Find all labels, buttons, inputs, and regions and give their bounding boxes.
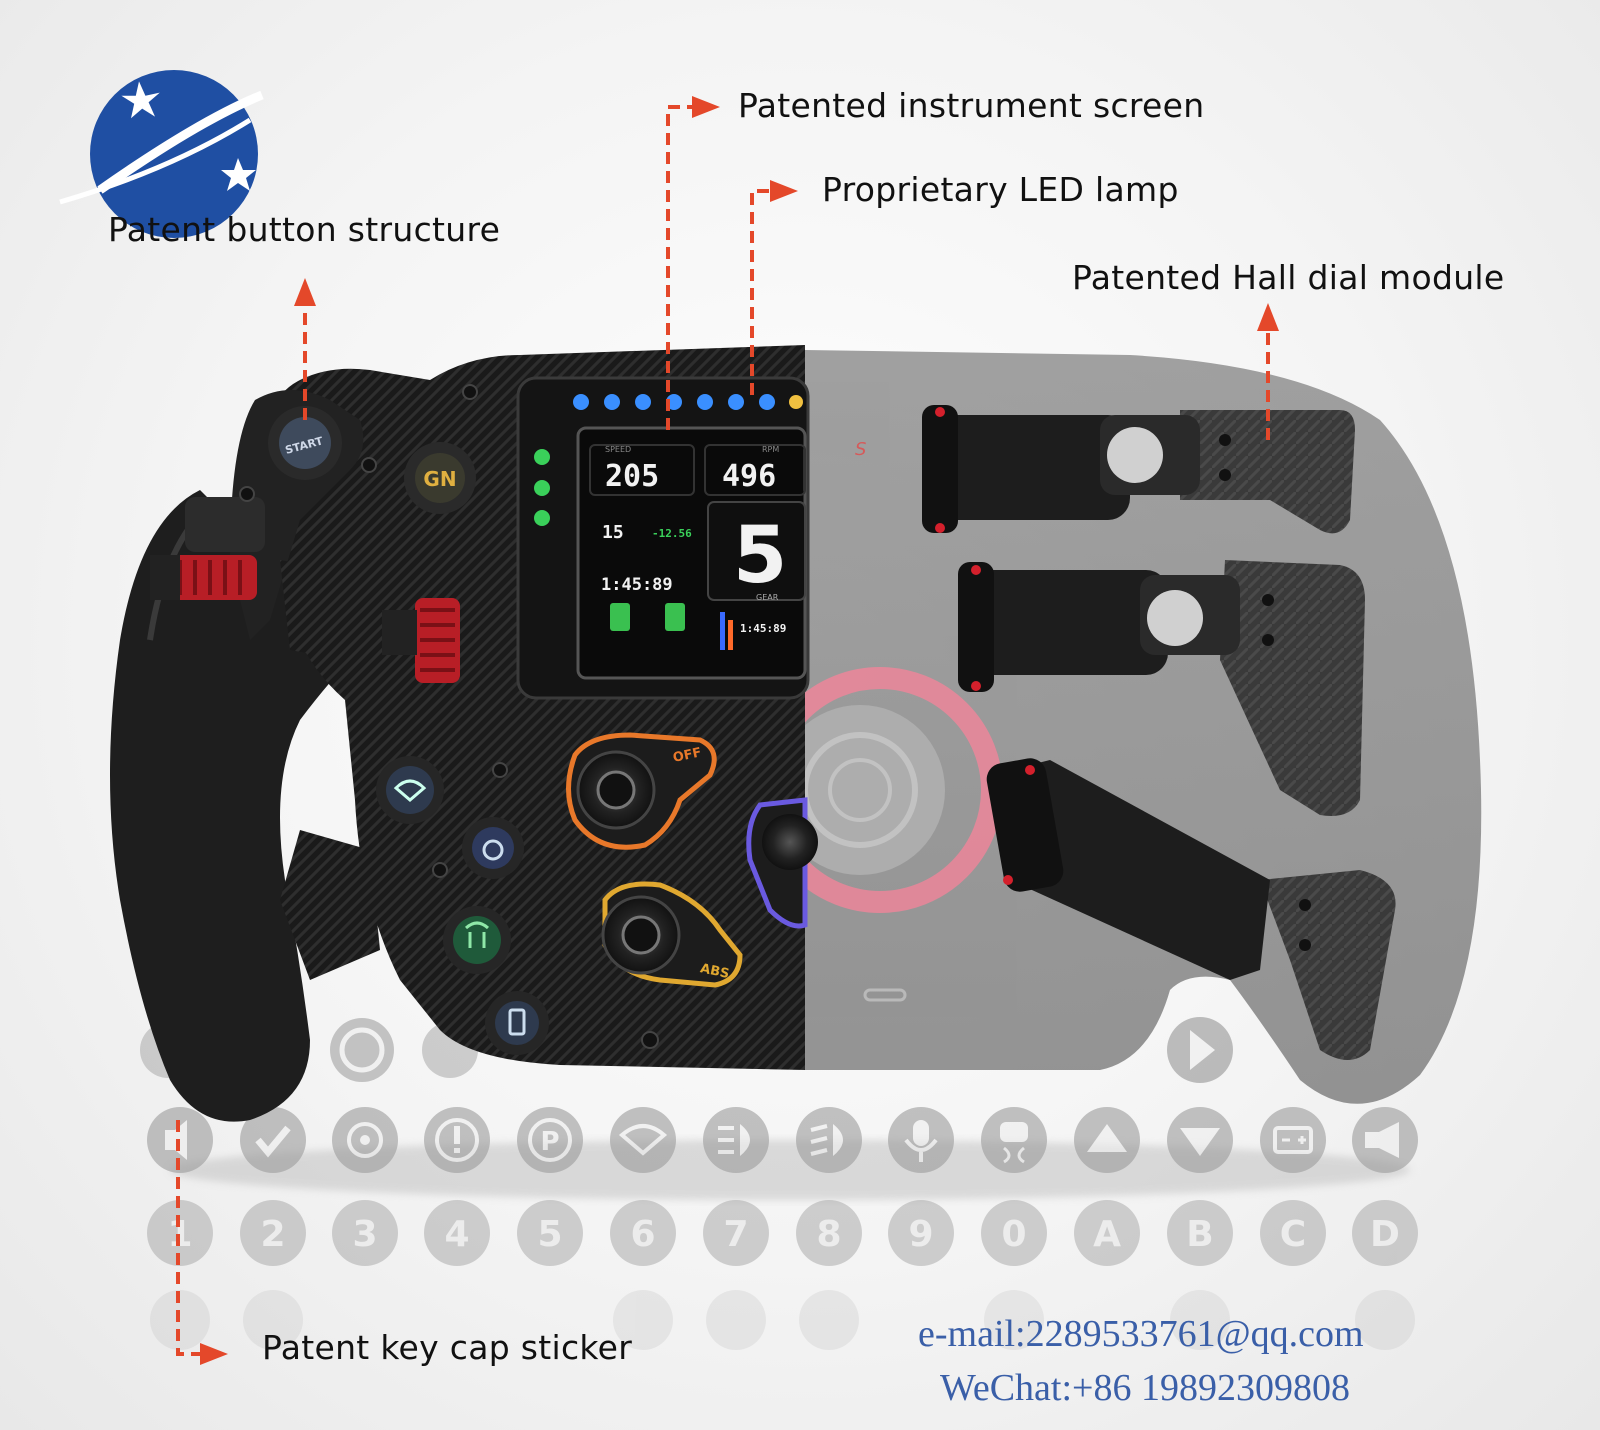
led-strip-side (534, 449, 550, 526)
wiper-button (376, 756, 444, 824)
sticker-glyph-5: 5 (537, 1214, 562, 1255)
purple-rotary-knob (746, 797, 818, 929)
rpm-label: RPM (762, 445, 779, 454)
parking-brake-icon: P (517, 1107, 583, 1173)
usb-port (863, 988, 907, 1002)
sticker-glyph-a: A (1093, 1214, 1121, 1255)
best-lap: 1:45:89 (740, 622, 786, 635)
abs-label: ABS (699, 961, 731, 982)
sticker-glyph-9: 9 (908, 1214, 933, 1255)
yellow-rotary-knob: ABS (601, 881, 743, 988)
right-red-encoder (382, 598, 460, 683)
brand-logo (59, 70, 264, 238)
led-strip-top (573, 394, 803, 410)
sticker-glyph-c: C (1280, 1214, 1306, 1255)
microphone-icon (888, 1107, 954, 1173)
speed-value: 205 (605, 459, 659, 494)
sticker-glyph-4: 4 (444, 1214, 469, 1255)
hall-dial-module-top (922, 405, 1355, 534)
sticker-glyph-6: 6 (630, 1214, 655, 1255)
callout-button-structure: Patent button structure (108, 210, 501, 249)
callout-line-key-cap (176, 1120, 200, 1356)
orange-rotary-knob: OFF (566, 732, 717, 850)
start-button: START (268, 406, 342, 480)
battery-button (485, 991, 549, 1055)
fog-light-icon (796, 1107, 862, 1173)
wiper-icon (610, 1107, 676, 1173)
contact-email: e-mail:2289533761@qq.com (918, 1313, 1364, 1355)
svg-text:P: P (540, 1127, 559, 1157)
lane-assist-icon (981, 1107, 1047, 1173)
rpm-value: 496 (722, 459, 776, 494)
last-lap: 1:45:89 (601, 575, 673, 595)
callout-line-led-lamp (750, 189, 770, 395)
speed-label: SPEED (605, 445, 631, 454)
callout-led-lamp: Proprietary LED lamp (822, 170, 1179, 209)
wheel-icon (332, 1107, 398, 1173)
sticker-row-glyphs (147, 1200, 1418, 1266)
star-icon-small (221, 158, 256, 191)
callout-key-cap: Patent key cap sticker (262, 1328, 633, 1367)
callout-arrowheads (200, 96, 1279, 1365)
star-icon (121, 81, 160, 119)
arrow-down-icon (1167, 1107, 1233, 1173)
lap-number: 15 (602, 522, 624, 543)
sticker-glyph-7: 7 (723, 1214, 748, 1255)
sticker-glyph-8: 8 (816, 1214, 841, 1255)
sticker-glyph-2: 2 (260, 1214, 285, 1255)
horn-icon (1352, 1107, 1418, 1173)
check-icon (240, 1107, 306, 1173)
contact-wechat: WeChat:+86 19892309808 (940, 1367, 1350, 1409)
hall-dial-module-middle (958, 560, 1365, 816)
hall-dial-module-bottom (986, 758, 1396, 1060)
gn-label: GN (423, 467, 456, 491)
callout-instrument-screen: Patented instrument screen (738, 86, 1205, 125)
left-red-encoder (150, 497, 265, 600)
gear-value: 5 (733, 511, 787, 601)
brand-mark: S (855, 439, 866, 460)
time-gap: -12.56 (652, 527, 692, 540)
wheel-front-half: START GN (110, 345, 810, 1122)
sticker-glyph-0: 0 (1001, 1214, 1026, 1255)
sticker-row-reflection (150, 1290, 1415, 1350)
callout-lines (176, 105, 1270, 1356)
timer-button (462, 817, 524, 879)
sticker-glyph-d: D (1370, 1214, 1400, 1255)
arrow-up-icon (1074, 1107, 1140, 1173)
callout-hall-dial: Patented Hall dial module (1072, 258, 1505, 297)
callout-line-instrument-screen (666, 105, 692, 430)
radio-button (443, 906, 511, 974)
gear-label: GEAR (756, 593, 779, 602)
sticker-glyph-b: B (1186, 1214, 1213, 1255)
play-icon (1190, 1030, 1215, 1070)
warning-icon (424, 1107, 490, 1173)
battery-icon (1260, 1107, 1326, 1173)
sticker-glyph-3: 3 (352, 1214, 377, 1255)
headlight-icon (703, 1107, 769, 1173)
off-label: OFF (672, 745, 703, 766)
gn-button: GN (404, 442, 476, 514)
